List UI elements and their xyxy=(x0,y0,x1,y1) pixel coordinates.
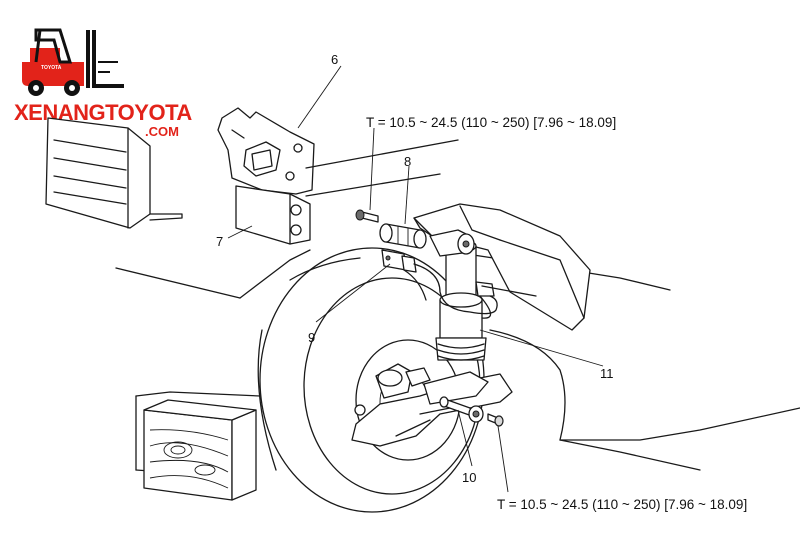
logo-wordmark: XENANGTOYOTA xyxy=(14,100,192,125)
bracket-part-6 xyxy=(217,107,315,195)
bracket-plate-part-7 xyxy=(235,185,311,245)
sensor-cylinder-part-11 xyxy=(429,229,495,361)
torque-spec-lower: T = 10.5 ~ 24.5 (110 ~ 250) [7.96 ~ 18.0… xyxy=(497,497,747,512)
battery-cover-outline xyxy=(45,117,183,229)
callout-11: 11 xyxy=(600,366,614,381)
forklift-icon: TOYOTA xyxy=(22,28,124,96)
bolt-lower xyxy=(487,413,504,427)
callout-6: 6 xyxy=(331,52,338,67)
callout-8: 8 xyxy=(404,154,411,169)
steering-knuckle-assembly xyxy=(351,363,513,447)
pin-part-10 xyxy=(439,396,484,423)
logo-badge: TOYOTA xyxy=(41,65,62,71)
callout-7: 7 xyxy=(216,234,223,249)
alignment-lines xyxy=(305,139,537,297)
bolt-upper xyxy=(355,209,379,223)
wheel-chock-block xyxy=(143,399,257,501)
callout-10: 10 xyxy=(462,470,476,485)
torque-spec-upper: T = 10.5 ~ 24.5 (110 ~ 250) [7.96 ~ 18.0… xyxy=(366,115,616,130)
leader-lines xyxy=(227,65,604,493)
logo-domain: .COM xyxy=(145,124,179,139)
spacer-part-8 xyxy=(379,223,427,249)
callout-9: 9 xyxy=(308,330,315,345)
brand-logo: TOYOTA XENANGTOYOTA .COM xyxy=(14,28,193,139)
wheel-tire xyxy=(257,247,485,513)
